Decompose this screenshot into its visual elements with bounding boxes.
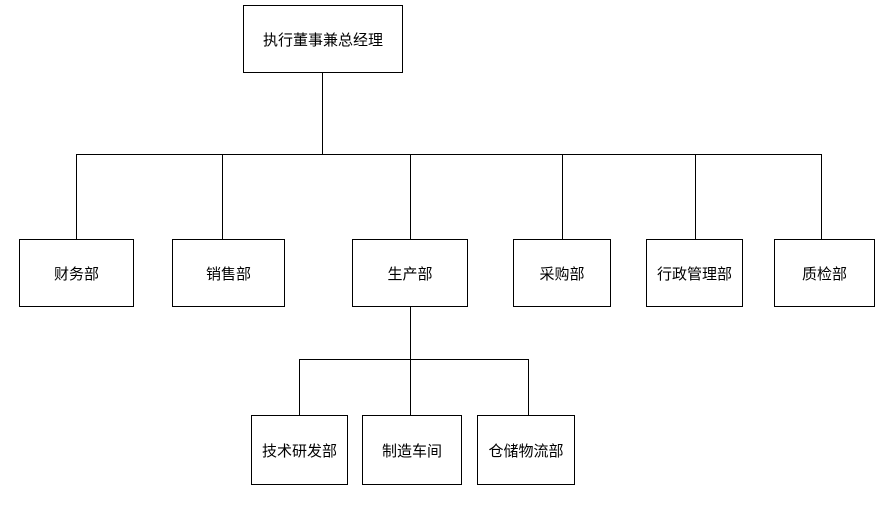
org-node-sales[interactable]: 销售部 <box>172 239 285 307</box>
connector-production-stem <box>410 307 411 415</box>
org-node-label: 财务部 <box>53 264 99 283</box>
org-node-purchasing[interactable]: 采购部 <box>513 239 611 307</box>
org-node-tech-rnd[interactable]: 技术研发部 <box>251 415 348 485</box>
org-node-label: 执行董事兼总经理 <box>262 30 383 49</box>
connector-drop-finance <box>76 154 77 239</box>
connector-root-stem <box>322 73 323 154</box>
org-node-label: 销售部 <box>205 264 251 283</box>
connector-drop-rnd <box>299 359 300 415</box>
connector-drop-warehouse <box>528 359 529 415</box>
org-node-admin-management[interactable]: 行政管理部 <box>646 239 743 307</box>
org-node-label: 生产部 <box>387 264 433 283</box>
connector-drop-production <box>410 154 411 239</box>
org-node-general-manager[interactable]: 执行董事兼总经理 <box>243 5 403 73</box>
connector-drop-purchasing <box>562 154 563 239</box>
org-node-quality-inspection[interactable]: 质检部 <box>774 239 875 307</box>
org-node-label: 技术研发部 <box>261 441 337 460</box>
org-node-label: 仓储物流部 <box>488 441 564 460</box>
org-node-label: 制造车间 <box>381 441 442 460</box>
connector-drop-sales <box>222 154 223 239</box>
connector-drop-admin <box>695 154 696 239</box>
connector-drop-quality <box>821 154 822 239</box>
connector-level3-bus <box>299 359 529 360</box>
org-node-production[interactable]: 生产部 <box>352 239 468 307</box>
org-node-warehouse-logistics[interactable]: 仓储物流部 <box>477 415 575 485</box>
org-node-finance[interactable]: 财务部 <box>19 239 134 307</box>
connector-level2-bus <box>76 154 822 155</box>
org-node-label: 采购部 <box>539 264 585 283</box>
org-node-label: 质检部 <box>801 264 847 283</box>
org-node-manufacturing-workshop[interactable]: 制造车间 <box>362 415 462 485</box>
org-node-label: 行政管理部 <box>656 264 732 283</box>
